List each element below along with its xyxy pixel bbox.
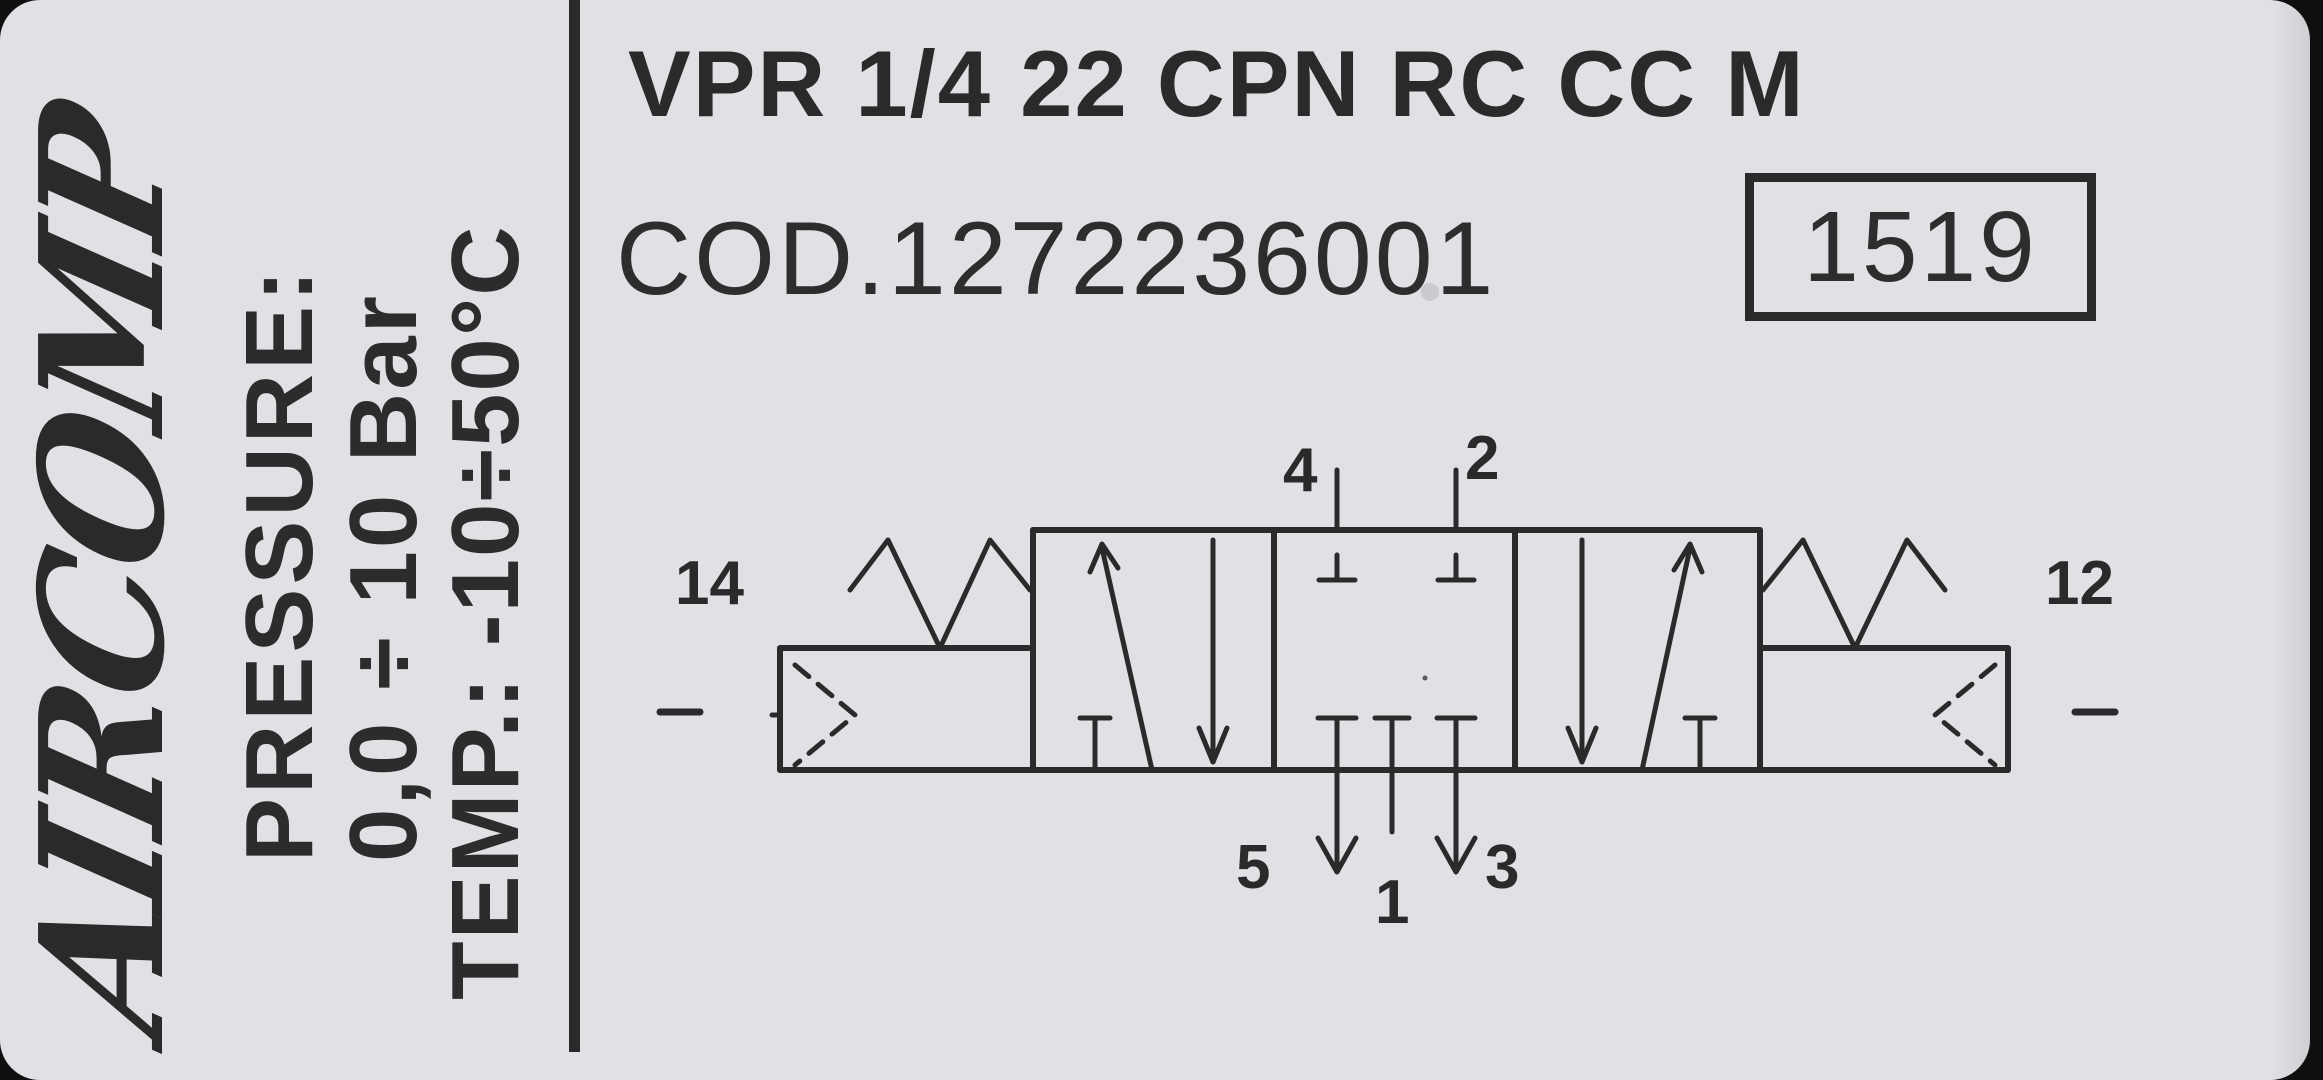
exhaust-arrow-5 [1315, 835, 1359, 875]
port-label-4: 4 [1283, 436, 1318, 505]
port-label-1: 1 [1375, 868, 1410, 937]
lot-number: 1519 [1803, 190, 2038, 303]
port-label-3: 3 [1485, 833, 1520, 902]
pilot-housing-right [1757, 645, 2011, 773]
pilot-triangle-left [792, 662, 858, 768]
spring-left [847, 537, 1033, 651]
flow-line-right-diagonal [1639, 545, 1693, 773]
port-label-14: 14 [675, 549, 744, 618]
flow-line-left-diagonal [1099, 545, 1155, 773]
arrowhead-left-diagonal [1087, 541, 1121, 575]
label-edge-shading [2270, 0, 2310, 1080]
lot-number-box: 1519 [1745, 173, 2096, 321]
ink-smudge [1421, 283, 1439, 301]
product-code: COD.1272236001 [616, 201, 1497, 317]
arrowhead-right-down [1565, 725, 1599, 765]
port-label-2: 2 [1465, 424, 1500, 493]
arrowhead-left-down [1196, 725, 1230, 765]
arrowhead-right-diagonal [1671, 541, 1705, 575]
port-label-5: 5 [1236, 833, 1271, 902]
ink-speck [1422, 675, 1428, 681]
vertical-divider [569, 0, 580, 1052]
port-label-12: 12 [2045, 549, 2114, 618]
spring-right [1760, 537, 1948, 651]
exhaust-arrow-3 [1434, 835, 1478, 875]
model-number: VPR 1/4 22 CPN RC CC M [628, 31, 1806, 136]
pilot-triangle-right [1932, 662, 1998, 768]
pilot-housing-left [777, 645, 1036, 773]
